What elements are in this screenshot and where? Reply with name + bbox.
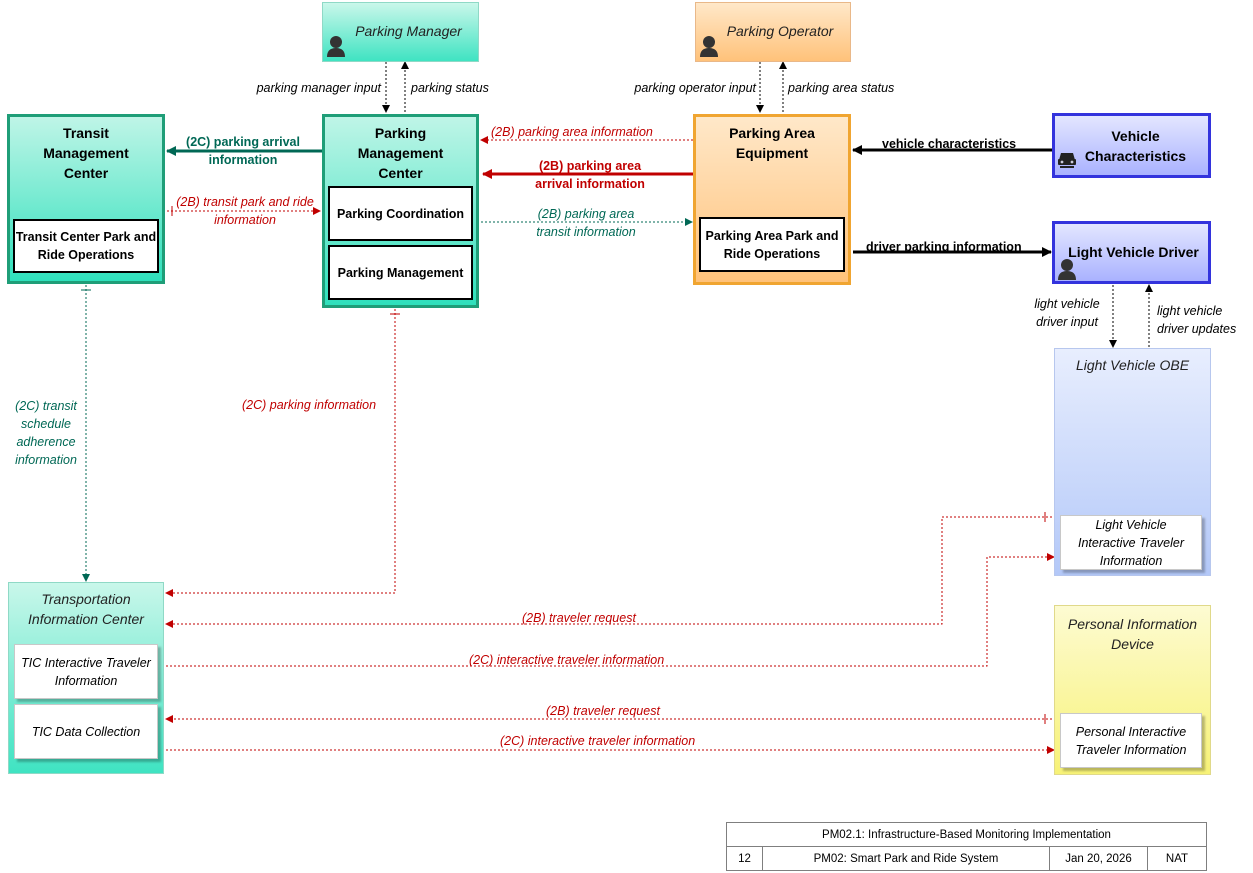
parking-area-park-ride-operations: Parking Area Park and Ride Operations xyxy=(699,217,845,272)
flow-label-schedule-2c: (2C) transit schedule adherence informat… xyxy=(15,399,77,467)
footer-page: 12 xyxy=(727,847,763,870)
parking-manager-label: Parking Manager xyxy=(355,23,462,39)
flow-label-area-arrival-2b: (2B) parking area arrival information xyxy=(535,159,645,191)
flow-label-area-info-2b: (2B) parking area information xyxy=(491,125,653,139)
flow-label-po-status: parking area status xyxy=(788,81,895,95)
flow-label-arrival-2c: (2C) parking arrival information xyxy=(186,135,300,167)
transportation-information-center-title: Transportation Information Center xyxy=(28,591,144,627)
flow-label-transit-pr-2b: (2B) transit park and ride information xyxy=(176,195,314,227)
transit-center-park-ride-operations: Transit Center Park and Ride Operations xyxy=(13,219,159,273)
parking-area-equipment-title: Parking Area Equipment xyxy=(729,125,815,161)
tic-interactive-traveler-information: TIC Interactive Traveler Information xyxy=(14,644,158,699)
person-icon xyxy=(700,36,718,57)
personal-information-device-title: Personal Information Device xyxy=(1067,616,1198,652)
transit-management-center-title: Transit Management Center xyxy=(43,125,129,181)
parking-operator-label: Parking Operator xyxy=(726,23,834,39)
person-icon xyxy=(327,36,345,57)
flow-label-pm-status: parking status xyxy=(411,81,489,95)
flow-label-parking-info-2c: (2C) parking information xyxy=(242,398,377,412)
flow-label-vehicle-char: vehicle characteristics xyxy=(882,137,1017,151)
parking-operator-terminator: Parking Operator xyxy=(695,2,851,62)
footer-table: PM02.1: Infrastructure-Based Monitoring … xyxy=(726,822,1207,871)
personal-interactive-traveler-information: Personal Interactive Traveler Informatio… xyxy=(1060,713,1202,768)
parking-management-center-title: Parking Management Center xyxy=(357,125,444,181)
flow-parking-info-2c xyxy=(165,309,396,597)
flow-label-traveler-req-2: (2B) traveler request xyxy=(546,704,660,718)
light-vehicle-driver: Light Vehicle Driver xyxy=(1052,221,1211,284)
tic-data-collection: TIC Data Collection xyxy=(14,704,158,759)
light-vehicle-obe-title: Light Vehicle OBE xyxy=(1075,357,1190,373)
parking-manager-terminator: Parking Manager xyxy=(322,2,479,62)
flow-label-driver-parking: driver parking information xyxy=(866,240,1022,254)
footer-name: PM02: Smart Park and Ride System xyxy=(763,847,1050,870)
person-icon xyxy=(1058,259,1076,280)
light-vehicle-interactive-traveler-information: Light Vehicle Interactive Traveler Infor… xyxy=(1060,515,1202,570)
flow-label-po-input: parking operator input xyxy=(634,81,756,95)
parking-management: Parking Management xyxy=(328,245,473,300)
vehicle-characteristics-title: Vehicle Characteristics xyxy=(1084,128,1187,164)
flow-label-interactive-1: (2C) interactive traveler information xyxy=(469,653,665,667)
flow-label-lvd-input: light vehicle driver input xyxy=(1034,297,1100,329)
flow-label-traveler-req-1: (2B) traveler request xyxy=(522,611,636,625)
vehicle-characteristics: Vehicle Characteristics xyxy=(1052,113,1211,178)
footer-date: Jan 20, 2026 xyxy=(1050,847,1148,870)
footer-title: PM02.1: Infrastructure-Based Monitoring … xyxy=(727,823,1206,847)
flow-label-transit-info-2b: (2B) parking area transit information xyxy=(536,207,636,239)
flow-label-lvd-updates: light vehicle driver updates xyxy=(1157,304,1237,336)
parking-coordination: Parking Coordination xyxy=(328,186,473,241)
flow-traveler-req-1 xyxy=(165,516,1056,628)
footer-code: NAT xyxy=(1165,852,1189,865)
flow-label-pm-input: parking manager input xyxy=(256,81,381,95)
vehicle-icon xyxy=(1058,153,1076,168)
flow-label-interactive-2: (2C) interactive traveler information xyxy=(500,734,696,748)
light-vehicle-driver-title: Light Vehicle Driver xyxy=(1068,244,1199,260)
